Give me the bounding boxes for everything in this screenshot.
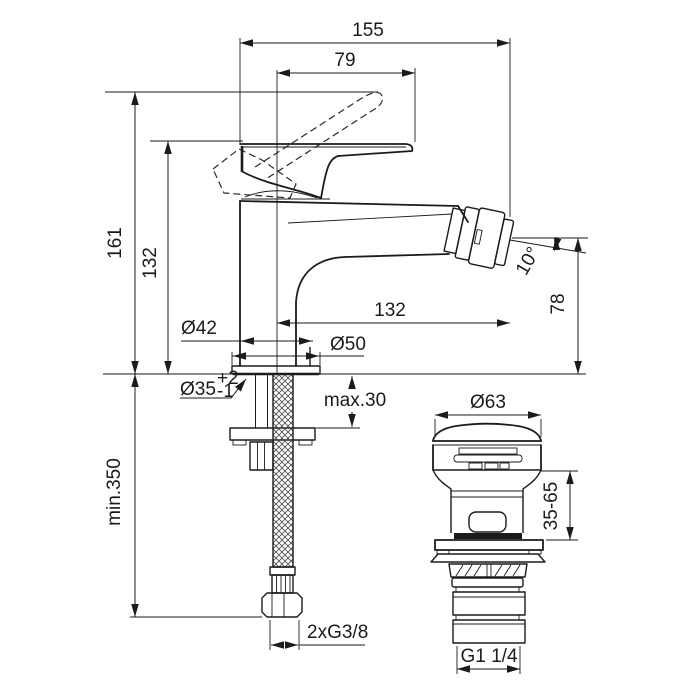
dim-label-155: 155 — [352, 20, 384, 41]
popup-waste — [430, 422, 546, 644]
dim-body-diameter: Ø42 — [181, 318, 313, 345]
dim-label-10deg: 10° — [512, 244, 545, 279]
faucet-body — [103, 70, 586, 376]
dim-label-d63: Ø63 — [470, 392, 506, 413]
mounting-nut — [249, 441, 274, 471]
under-deck-assembly — [229, 373, 316, 618]
dim-waste-clamp: 35-65 — [541, 470, 578, 541]
dim-label-d50: Ø50 — [330, 334, 366, 355]
waste-body — [432, 469, 542, 539]
dim-label-max30: max.30 — [324, 390, 386, 411]
dim-label-d35-minus: -1 — [217, 381, 234, 402]
dim-handle-projection: 79 — [277, 50, 416, 142]
dim-label-g114: G1 1/4 — [460, 646, 517, 667]
dim-label-d42: Ø42 — [181, 318, 217, 339]
dim-label-78: 78 — [548, 293, 569, 314]
dim-label-d35-plus: +2 — [217, 368, 239, 389]
mounting-stud — [255, 375, 268, 428]
handle-lever — [239, 143, 414, 199]
aerator — [443, 206, 515, 269]
waste-shank — [451, 577, 526, 644]
hose-hex-nut — [261, 592, 303, 618]
waste-window — [468, 511, 507, 533]
waste-thread-collar — [448, 563, 528, 578]
dim-hole-diameter: Ø35 +2 -1 — [180, 368, 247, 402]
dimensions: 155 79 161 132 132 Ø — [104, 20, 588, 674]
dim-waste-thread: G1 1/4 — [456, 646, 521, 674]
dim-label-d35: Ø35 — [180, 379, 216, 400]
dim-outlet-angle: 10° — [509, 236, 587, 279]
dim-base-diameter: Ø50 — [231, 334, 366, 365]
dim-waste-cap: Ø63 — [434, 392, 542, 437]
dim-outlet-height: 78 — [512, 237, 588, 374]
dim-max-deck: max.30 — [316, 376, 386, 429]
dim-height-closed: 132 — [140, 140, 243, 374]
dim-label-161: 161 — [105, 227, 126, 259]
dim-label-132v: 132 — [140, 247, 161, 279]
dim-label-132h: 132 — [374, 300, 406, 321]
dim-label-3565: 35-65 — [541, 482, 562, 531]
dim-total-projection: 155 — [239, 20, 511, 217]
dim-spout-projection: 132 — [277, 300, 510, 327]
dim-label-min350: min.350 — [104, 458, 125, 526]
dim-min-hose: min.350 — [104, 374, 262, 618]
hose-rib-section — [271, 574, 294, 594]
spout-body — [239, 198, 469, 367]
dim-height-open: 161 — [105, 91, 378, 374]
waste-seal — [454, 533, 522, 539]
hose-collar — [269, 566, 296, 576]
dim-label-79: 79 — [334, 50, 355, 71]
base-plate — [231, 365, 321, 376]
waste-cap — [432, 422, 542, 471]
dim-supply-thread: 2xG3/8 — [269, 620, 368, 650]
waste-flange — [430, 539, 546, 563]
handle-raised-dashed — [212, 91, 384, 199]
dim-label-2xg38: 2xG3/8 — [307, 622, 368, 643]
supply-hose — [261, 373, 303, 618]
